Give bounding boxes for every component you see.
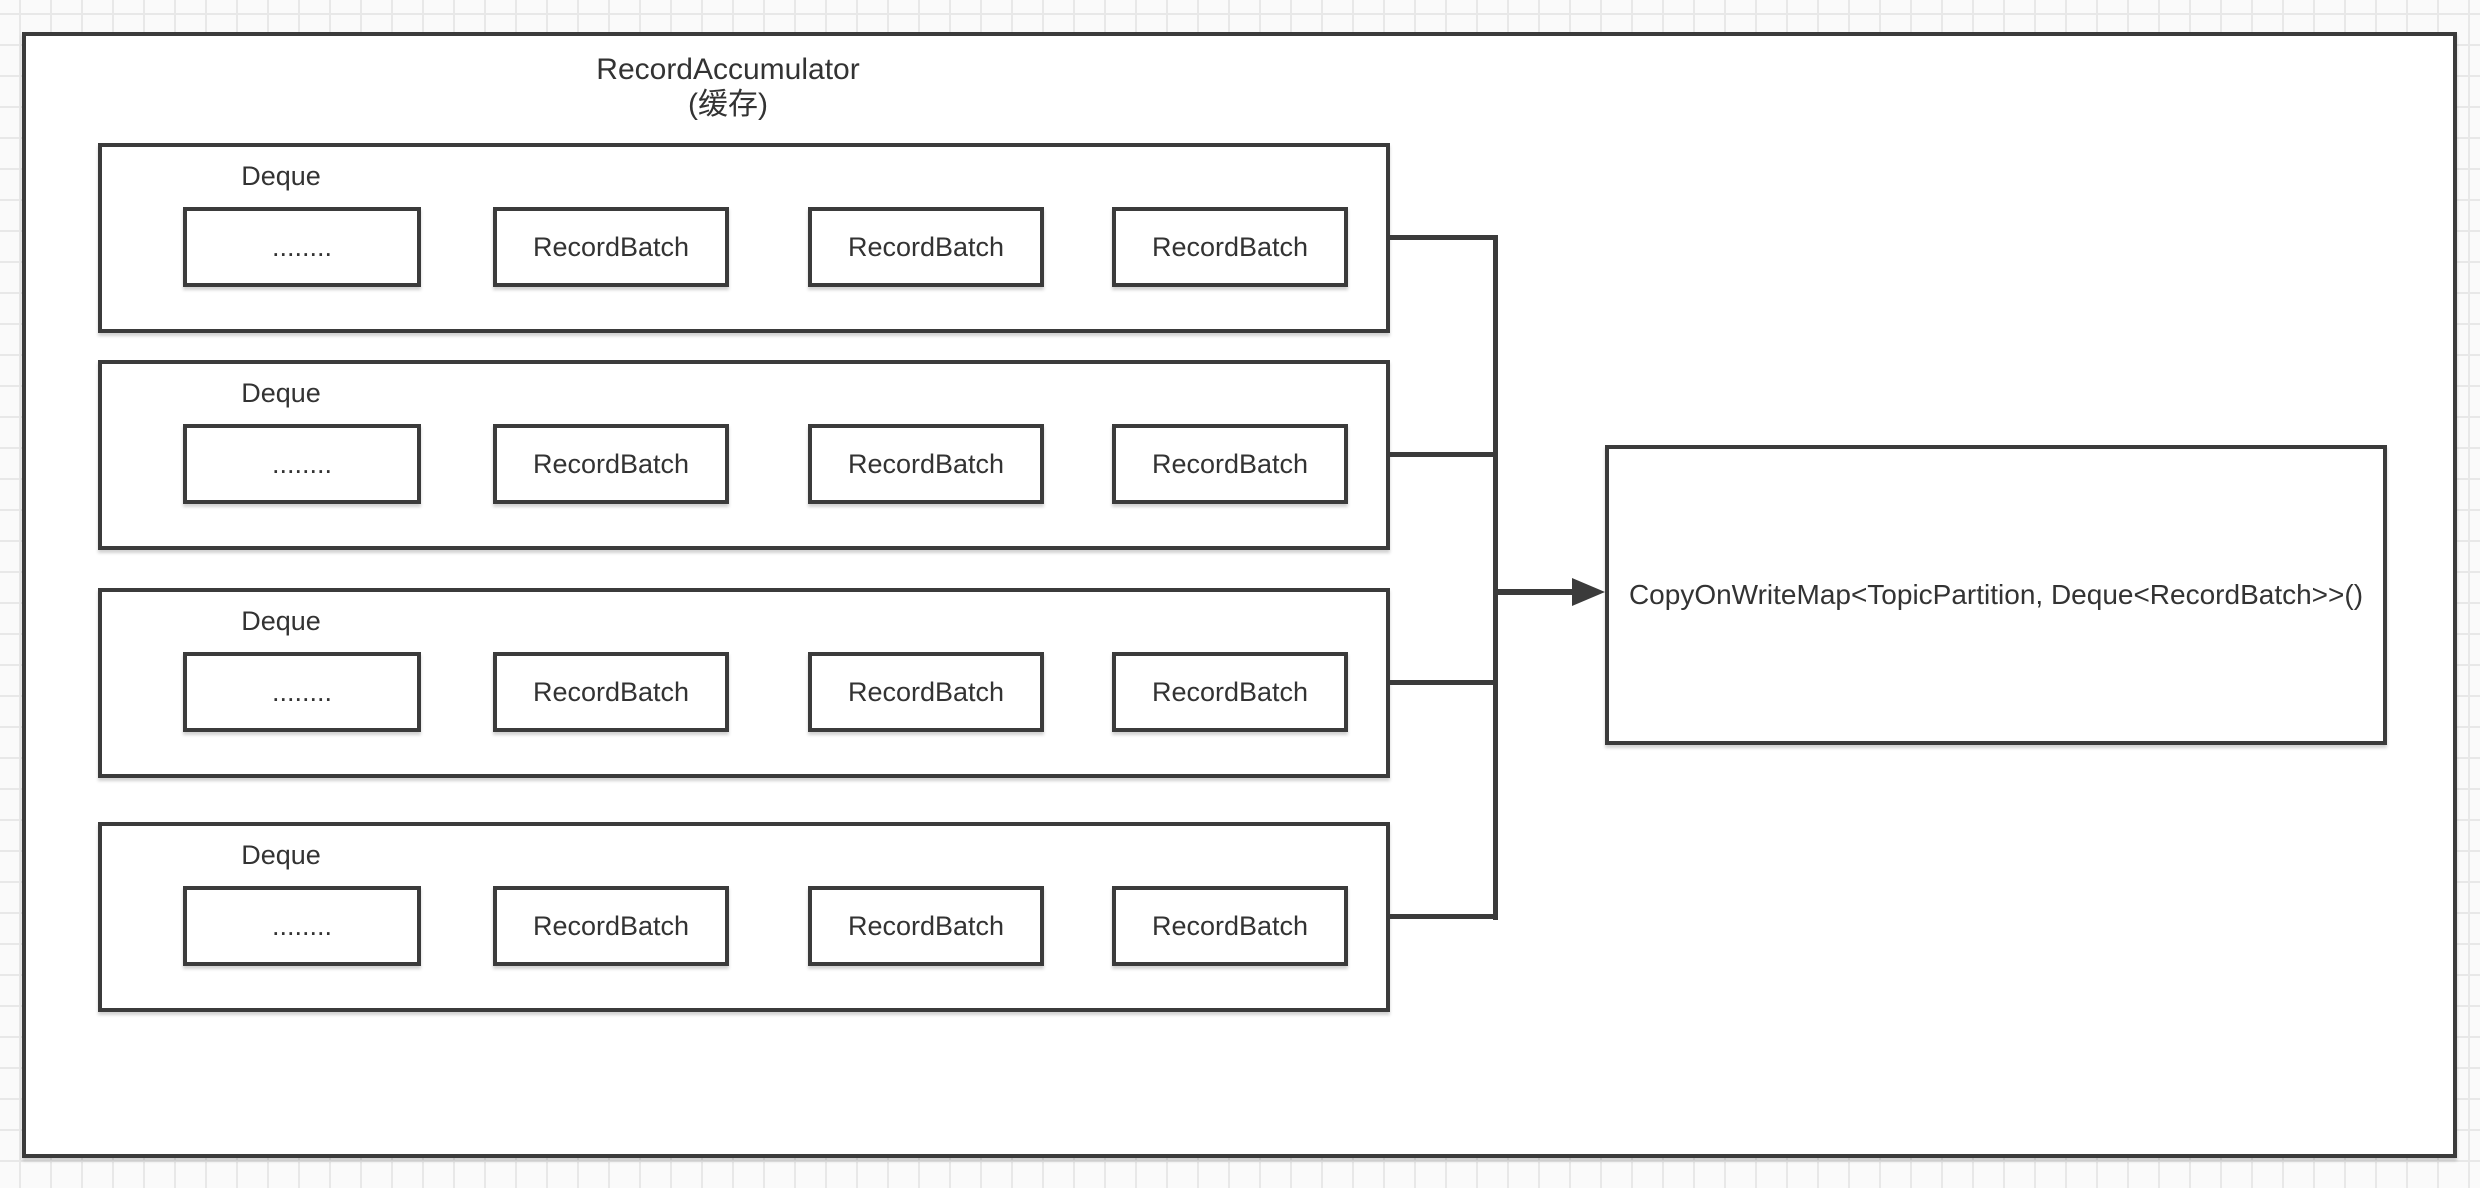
- connector-line-deque-2: [1386, 452, 1495, 457]
- arrow-right-icon: [1572, 578, 1605, 606]
- deque-label: Deque: [241, 840, 321, 870]
- deque-4-recordbatch-1: RecordBatch: [493, 886, 729, 966]
- connector-line-deque-1: [1386, 235, 1495, 240]
- deque-3-recordbatch-2: RecordBatch: [808, 652, 1044, 732]
- connector-line-deque-4: [1386, 914, 1495, 919]
- deque-1-recordbatch-3: RecordBatch: [1112, 207, 1348, 287]
- deque-box-1: Deque ........ RecordBatch RecordBatch R…: [98, 143, 1390, 333]
- deque-label: Deque: [241, 161, 321, 191]
- deque-3-recordbatch-1: RecordBatch: [493, 652, 729, 732]
- deque-4-recordbatch-2: RecordBatch: [808, 886, 1044, 966]
- deque-2-placeholder-cell: ........: [183, 424, 421, 504]
- copyonwritemap-label: CopyOnWriteMap<TopicPartition, Deque<Rec…: [1628, 579, 2364, 610]
- deque-2-recordbatch-2: RecordBatch: [808, 424, 1044, 504]
- deque-2-recordbatch-3: RecordBatch: [1112, 424, 1348, 504]
- deque-4-recordbatch-3: RecordBatch: [1112, 886, 1348, 966]
- deque-1-recordbatch-2: RecordBatch: [808, 207, 1044, 287]
- deque-box-3: Deque ........ RecordBatch RecordBatch R…: [98, 588, 1390, 778]
- copyonwritemap-box: CopyOnWriteMap<TopicPartition, Deque<Rec…: [1605, 445, 2387, 745]
- deque-label: Deque: [241, 606, 321, 636]
- deque-label: Deque: [241, 378, 321, 408]
- title-line-2: (缓存): [688, 88, 768, 121]
- deque-box-4: Deque ........ RecordBatch RecordBatch R…: [98, 822, 1390, 1012]
- deque-box-2: Deque ........ RecordBatch RecordBatch R…: [98, 360, 1390, 550]
- deque-1-placeholder-cell: ........: [183, 207, 421, 287]
- title-line-1: RecordAccumulator: [596, 53, 860, 86]
- record-accumulator-title: RecordAccumulator (缓存): [532, 52, 924, 122]
- deque-3-placeholder-cell: ........: [183, 652, 421, 732]
- arrow-shaft: [1496, 589, 1576, 595]
- deque-3-recordbatch-3: RecordBatch: [1112, 652, 1348, 732]
- deque-4-placeholder-cell: ........: [183, 886, 421, 966]
- deque-1-recordbatch-1: RecordBatch: [493, 207, 729, 287]
- deque-2-recordbatch-1: RecordBatch: [493, 424, 729, 504]
- collector-vertical-line: [1493, 235, 1498, 920]
- connector-line-deque-3: [1386, 680, 1495, 685]
